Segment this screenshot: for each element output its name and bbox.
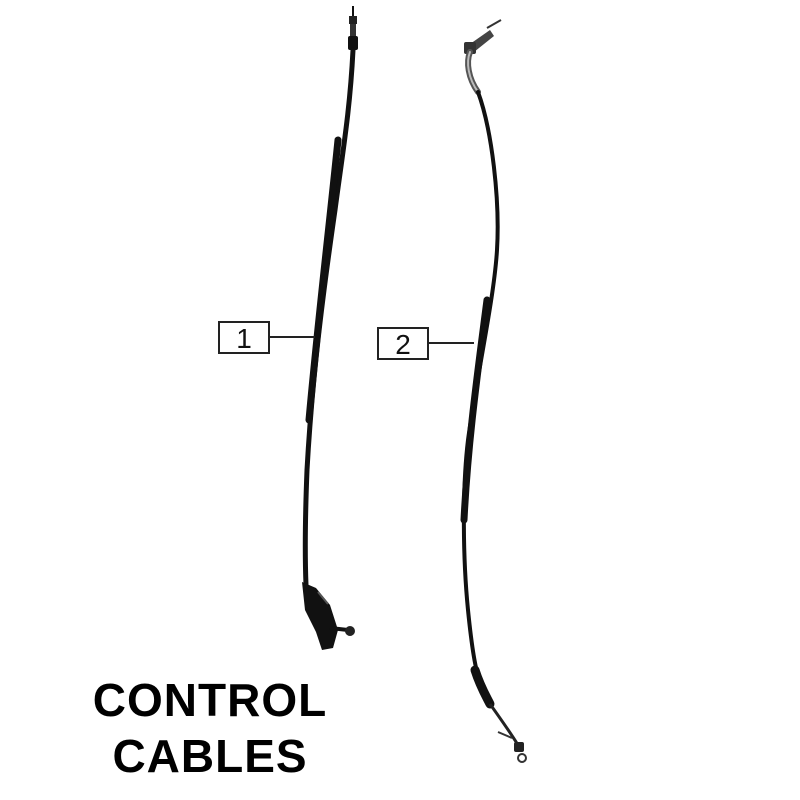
cable-2 (460, 19, 527, 763)
callout-2: 2 (377, 327, 474, 360)
cable-1-top-fitting (348, 6, 358, 50)
cable-1-housing (302, 47, 356, 588)
cable-1 (302, 6, 358, 650)
cable-2-housing (461, 90, 500, 674)
title-line-1: CONTROL (92, 674, 328, 726)
cable-2-top-fitting (464, 19, 502, 54)
title-line-2: CABLES (112, 730, 308, 782)
callout-1-label: 1 (236, 323, 252, 354)
cable-1-sleeve (305, 136, 342, 424)
cable-2-boot (470, 665, 495, 709)
callout-1: 1 (218, 321, 315, 354)
cable-2-sleeve (460, 296, 491, 524)
cable-2-bottom-fitting (488, 703, 527, 763)
cable-1-lever (302, 582, 355, 650)
callout-1-box (218, 321, 270, 354)
callout-2-label: 2 (395, 329, 411, 360)
callout-2-box (377, 327, 429, 360)
